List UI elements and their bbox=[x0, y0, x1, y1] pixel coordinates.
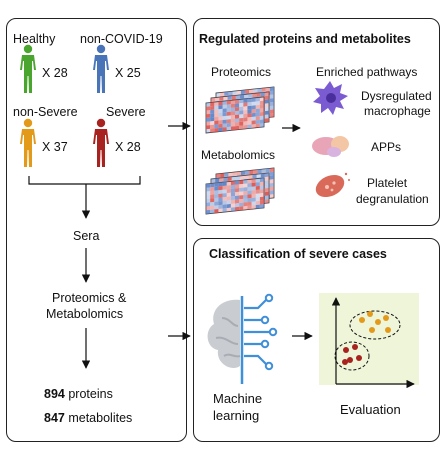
metabolites-count: 847 bbox=[44, 411, 65, 425]
metabolomics-label: Metabolomics bbox=[201, 148, 276, 162]
step-sera: Sera bbox=[73, 229, 100, 243]
ml-label-line2: learning bbox=[213, 408, 260, 423]
result-proteins: 894 proteins bbox=[44, 388, 113, 401]
person-icon-severe bbox=[93, 118, 109, 167]
result-metabolites: 847 metabolites bbox=[44, 412, 132, 425]
group-count-nonsevere: X 37 bbox=[42, 140, 68, 154]
pathway-apps: APPs bbox=[371, 140, 402, 154]
proteomics-label: Proteomics bbox=[211, 65, 272, 79]
evaluation-label: Evaluation bbox=[340, 402, 401, 417]
step-omics-line2: Metabolomics bbox=[46, 307, 124, 321]
group-count-healthy: X 28 bbox=[42, 66, 68, 80]
group-count-noncovid: X 25 bbox=[115, 66, 141, 80]
ml-label-line1: Machine bbox=[213, 391, 263, 406]
group-label-healthy: Healthy bbox=[13, 32, 56, 46]
evaluation-plot bbox=[319, 293, 419, 389]
enriched-label: Enriched pathways bbox=[316, 65, 418, 79]
proteins-count: 894 bbox=[44, 387, 65, 401]
macrophage-icon bbox=[313, 81, 348, 115]
person-icon-noncovid bbox=[93, 44, 109, 93]
pathway-platelet-line1: Platelet bbox=[367, 176, 408, 190]
metabolomics-heatmap bbox=[205, 167, 275, 215]
pathway-macrophage-line1: Dysregulated bbox=[361, 89, 432, 103]
liver-icon bbox=[312, 136, 349, 157]
proteomics-heatmap bbox=[205, 86, 275, 134]
metabolites-label: metabolites bbox=[68, 411, 133, 425]
group-label-severe: Severe bbox=[106, 105, 146, 119]
step-omics-line1: Proteomics & bbox=[52, 291, 127, 305]
person-icon-healthy bbox=[20, 44, 36, 93]
person-icon-nonsevere bbox=[20, 118, 36, 167]
regulated-title: Regulated proteins and metabolites bbox=[199, 32, 411, 46]
group-label-noncovid: non-COVID-19 bbox=[80, 32, 163, 46]
pathway-platelet-line2: degranulation bbox=[356, 192, 429, 206]
group-label-nonsevere: non-Severe bbox=[13, 105, 78, 119]
platelet-icon bbox=[315, 172, 350, 198]
proteins-label: proteins bbox=[68, 387, 113, 401]
bracket bbox=[28, 176, 141, 219]
cohort-panel bbox=[6, 18, 187, 442]
pathway-macrophage-line2: macrophage bbox=[364, 104, 431, 118]
ml-brain-icon bbox=[207, 293, 278, 384]
classification-title: Classification of severe cases bbox=[209, 247, 387, 261]
group-count-severe: X 28 bbox=[115, 140, 141, 154]
